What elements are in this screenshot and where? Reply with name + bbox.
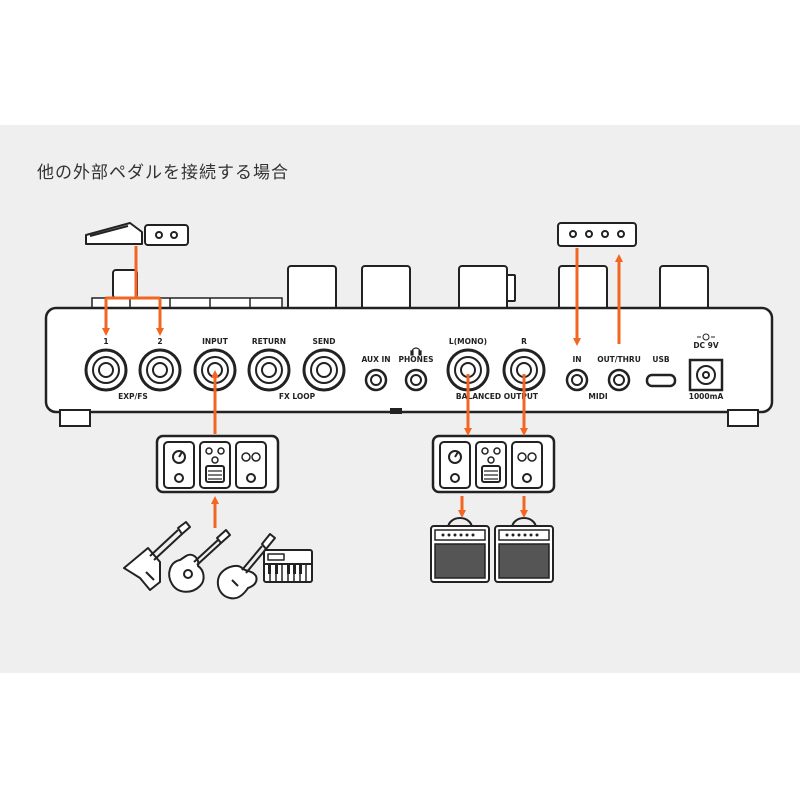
jack-phones (404, 368, 428, 392)
headphones-icon (410, 347, 422, 356)
keyboard-icon (263, 549, 313, 583)
jack-midi-out-thru (607, 368, 631, 392)
dc-jack (688, 358, 724, 392)
label-midi-in: IN (572, 355, 581, 364)
effect-pedals-output-icon (431, 434, 556, 494)
label-current: 1000mA (689, 392, 724, 401)
device-top-knobs (287, 265, 709, 311)
jack-aux-in (364, 368, 388, 392)
label-send: SEND (312, 337, 335, 346)
electric-guitar-icon (216, 533, 276, 600)
label-phones: PHONES (399, 355, 434, 364)
usb-port (645, 373, 677, 388)
connection-arrows (102, 246, 623, 528)
jack-return (247, 348, 291, 392)
midi-controller-icon (557, 222, 637, 247)
page-title: 他の外部ペダルを接続する場合 (37, 163, 289, 183)
jack-send (302, 348, 346, 392)
label-exp2: 2 (157, 337, 162, 346)
dc-polarity-icon (697, 333, 715, 341)
amplifier-right-icon (494, 517, 554, 583)
label-midi: MIDI (588, 392, 607, 401)
label-fx-loop: FX LOOP (279, 392, 316, 401)
acoustic-guitar-icon (168, 529, 231, 593)
label-dc: DC 9V (693, 341, 719, 350)
expression-pedal-icon (85, 222, 143, 245)
effect-pedals-icon (155, 434, 280, 494)
label-input: INPUT (202, 337, 229, 346)
v-guitar-icon (123, 521, 191, 591)
label-balanced-output: BALANCED OUTPUT (456, 392, 539, 401)
jack-exp1 (84, 348, 128, 392)
label-aux-in: AUX IN (361, 355, 390, 364)
instruments-icon (123, 521, 313, 600)
jack-exp2 (138, 348, 182, 392)
label-r: R (521, 337, 527, 346)
label-usb: USB (652, 355, 669, 364)
device-top-strip (91, 269, 283, 311)
amplifier-left-icon (430, 517, 490, 583)
amplifier-icon (430, 517, 554, 583)
label-exp1: 1 (103, 337, 108, 346)
arrow-exp-to-ports (104, 246, 162, 330)
label-midi-out-thru: OUT/THRU (597, 355, 641, 364)
label-return: RETURN (252, 337, 286, 346)
jack-midi-in (565, 368, 589, 392)
dual-footswitch-icon (144, 224, 189, 246)
label-exp-fs: EXP/FS (118, 392, 148, 401)
device-body (44, 306, 774, 427)
label-l-mono: L(MONO) (449, 337, 487, 346)
